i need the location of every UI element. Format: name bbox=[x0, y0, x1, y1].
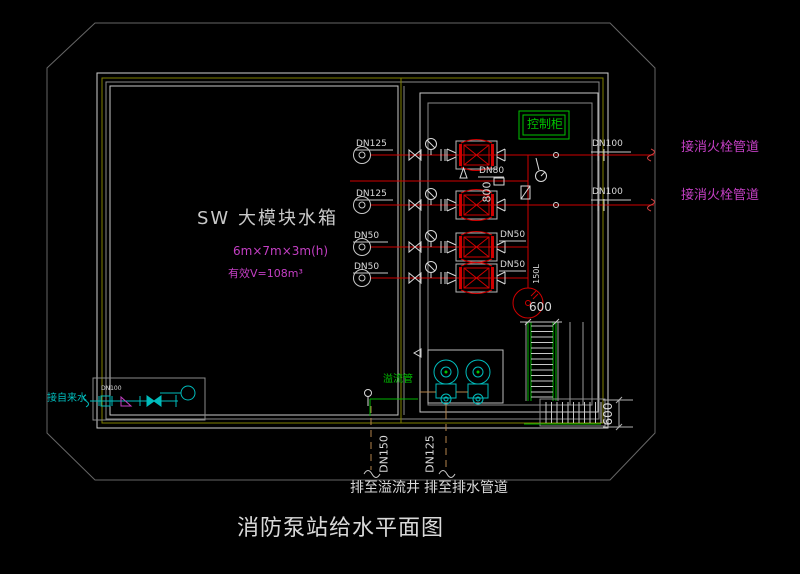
suction-dn-label-3: DN50 bbox=[354, 231, 380, 241]
riser-label: 150L bbox=[532, 264, 541, 284]
discharge-dn80-label: DN80 bbox=[479, 166, 505, 176]
drain-pipes bbox=[370, 404, 447, 470]
drain-dn150-label: DN150 bbox=[377, 435, 391, 473]
drain-note-drain-pipe: 排至排水管道 bbox=[424, 480, 508, 496]
tap-water-dn-label: DN100 bbox=[101, 385, 122, 392]
building-walls bbox=[96, 72, 609, 429]
drain-pipe-breaks bbox=[363, 470, 456, 478]
drawing-title: 消防泵站给水平面图 bbox=[237, 516, 445, 541]
drain-dn125-label: DN125 bbox=[423, 435, 437, 473]
suction-dn-label-1: DN125 bbox=[356, 139, 387, 149]
label-leaders bbox=[353, 149, 631, 274]
discharge-dn50-label-2: DN50 bbox=[500, 260, 526, 270]
ladder bbox=[525, 322, 584, 405]
drain-note-overflow-well: 排至溢流井 bbox=[350, 480, 420, 496]
dim-800-label: 800 bbox=[480, 181, 494, 203]
overflow-pipe bbox=[364, 389, 418, 416]
tap-water-label: 接自来水 bbox=[47, 393, 87, 404]
tap-water-assembly bbox=[83, 377, 206, 421]
suction-dn-label-4: DN50 bbox=[354, 262, 380, 272]
tank-name-label: SW 大模块水箱 bbox=[197, 208, 338, 229]
discharge-dn50-label-1: DN50 bbox=[500, 230, 526, 240]
ladder-dimension bbox=[520, 318, 562, 326]
test-riser-circle bbox=[512, 287, 544, 319]
fire-piping bbox=[350, 148, 655, 288]
pump-room-walls bbox=[419, 92, 599, 413]
sump-pit bbox=[412, 348, 504, 405]
tank-size-label: 6m×7m×3m(h) bbox=[233, 244, 329, 258]
outlet-dn100-label-1: DN100 bbox=[592, 139, 623, 149]
overflow-pipe-label: 溢流管 bbox=[383, 374, 413, 385]
hydrant-note-2: 接消火栓管道 bbox=[681, 188, 760, 203]
tank-volume-label: 有效V=108m³ bbox=[228, 267, 303, 280]
site-boundary bbox=[46, 22, 656, 481]
suction-dn-label-2: DN125 bbox=[356, 189, 387, 199]
control-cabinet-label: 控制柜 bbox=[527, 117, 564, 131]
dim-600-ladder-label: 600 bbox=[529, 300, 552, 314]
control-cabinet bbox=[518, 110, 570, 140]
outlet-dn100-label-2: DN100 bbox=[592, 187, 623, 197]
grate-dimension bbox=[603, 396, 633, 431]
dim-600-grate-label: 600 bbox=[601, 402, 615, 426]
header-accessories bbox=[459, 149, 605, 211]
floor-grate bbox=[524, 398, 606, 427]
hydrant-note-1: 接消火栓管道 bbox=[681, 140, 760, 155]
